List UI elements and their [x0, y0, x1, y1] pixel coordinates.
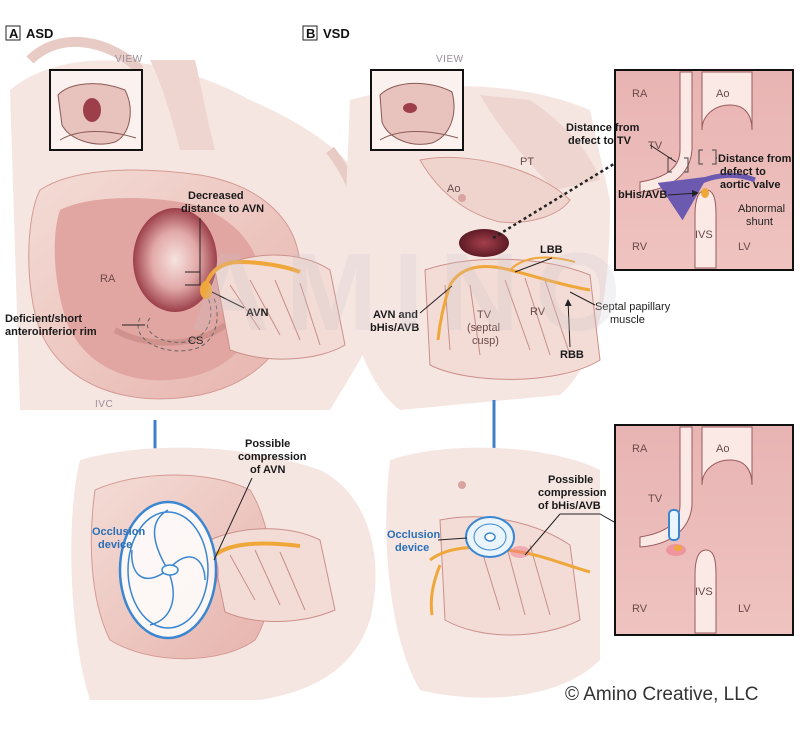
- asd-avn-label: AVN: [246, 307, 268, 319]
- asd-avn-conduction: [203, 259, 301, 289]
- vsd-dist-tv-label-1: Distance from: [566, 122, 640, 134]
- vsd-occlusion-device: [465, 516, 515, 558]
- asd-rim-label-1: Deficient/short: [5, 313, 82, 325]
- inset-bottom-lv: LV: [738, 603, 751, 615]
- vsd-papillary-leader: [569, 291, 596, 306]
- asd-avn-leader: [211, 291, 245, 309]
- asd-defect: [133, 208, 217, 312]
- vsd-view-label: VIEW: [436, 54, 464, 65]
- inset-bottom-ra: RA: [632, 443, 648, 455]
- vsd-compression-label-2: compression: [538, 487, 607, 499]
- vsd-papillary-label-2: muscle: [610, 314, 645, 326]
- panel-b-letter-box: [302, 25, 318, 41]
- inset-bottom-rv: RV: [632, 603, 648, 615]
- inset-top-ivs: IVS: [695, 229, 713, 241]
- vsd-device-label-2: device: [395, 542, 429, 554]
- panel-b: B VSD VIEW PT Ao RV TV (septal cusp): [302, 25, 794, 698]
- inset-bottom-ivs: IVS: [695, 586, 713, 598]
- vsd-avn-leader: [419, 285, 453, 314]
- vsd-dist-tv-leader: [649, 144, 677, 163]
- asd-ra-label: RA: [100, 273, 116, 285]
- asd-cs-label: CS: [188, 335, 203, 347]
- inset-bottom-tv: TV: [648, 493, 663, 505]
- inset-bottom-ao: Ao: [716, 443, 729, 455]
- asd-distance-bracket: [185, 271, 201, 286]
- asd-device-label-2: device: [98, 539, 132, 551]
- inset-top-tv: TV: [648, 140, 663, 152]
- asd-device-label-1: Occlusion: [92, 526, 145, 538]
- vsd-defect: [459, 229, 509, 257]
- asd-decreased-label-1: Decreased: [188, 190, 244, 202]
- asd-view-label: VIEW: [115, 54, 143, 65]
- panel-a-title: ASD: [26, 26, 53, 41]
- vsd-tv-label-1: TV: [477, 309, 492, 321]
- vsd-ao-label: Ao: [447, 183, 460, 195]
- vsd-rv-label: RV: [530, 306, 546, 318]
- asd-compression-label-1: Possible: [245, 438, 290, 450]
- vsd-top-inset: [614, 69, 794, 271]
- vsd-pt-label: PT: [520, 156, 534, 168]
- panel-b-title: VSD: [323, 26, 350, 41]
- vsd-papillary-label-1: Septal papillary: [595, 301, 671, 313]
- panel-a: A ASD VIEW RA IVC: [5, 25, 384, 700]
- asd-decreased-label-2: distance to AVN: [181, 203, 264, 215]
- vsd-lbb-label: LBB: [540, 244, 563, 256]
- asd-rim-label-2: anteroinferior rim: [5, 326, 97, 338]
- vsd-rbb-label: RBB: [560, 349, 584, 361]
- vsd-tv-label-3: cusp): [472, 335, 499, 347]
- vsd-shunt-label-2: shunt: [746, 216, 773, 228]
- vsd-dist-ao-label-3: aortic valve: [720, 179, 781, 191]
- vsd-device-leader: [437, 537, 468, 541]
- inset-top-ao: Ao: [716, 88, 729, 100]
- vsd-view-inset: [370, 69, 464, 151]
- panel-a-letter-box: [5, 25, 21, 41]
- vsd-lbb-leader: [514, 257, 553, 273]
- inset-top-bhis-leader: [667, 189, 699, 197]
- copyright: © Amino Creative, LLC: [565, 684, 759, 705]
- inset-top-rv: RV: [632, 241, 648, 253]
- asd-occluded-heart-illustration: [71, 447, 376, 700]
- vsd-bottom-inset: [614, 424, 794, 636]
- vsd-dist-ao-label-1: Distance from: [718, 153, 792, 165]
- vsd-tv-label-2: (septal: [467, 322, 500, 334]
- vsd-compression-label-1: Possible: [548, 474, 593, 486]
- asd-compression-label-2: compression: [238, 451, 307, 463]
- asd-compression-label-3: of AVN: [250, 464, 285, 476]
- vsd-avn-label-1: AVN and: [373, 309, 418, 321]
- vsd-dist-ao-label-2: defect to: [720, 166, 766, 178]
- watermark: AMINO: [190, 231, 637, 354]
- vsd-compression-label-3: of bHis/AVB: [538, 500, 601, 512]
- asd-view-inset: [49, 69, 143, 151]
- vsd-dist-tv-label-2: defect to TV: [568, 135, 632, 147]
- vsd-heart-illustration: [344, 86, 610, 411]
- vsd-rbb-leader: [564, 299, 572, 348]
- vsd-inset-connector: [492, 160, 618, 240]
- asd-occlusion-device: [118, 500, 218, 640]
- inset-top-lv: LV: [738, 241, 751, 253]
- asd-compression-leader: [213, 477, 253, 561]
- vsd-shunt-arrow: [657, 173, 756, 221]
- inset-top-bhis: bHis/AVB: [618, 189, 667, 201]
- vsd-device-label-1: Occlusion: [387, 529, 440, 541]
- vsd-shunt-label-1: Abnormal: [738, 203, 785, 215]
- vsd-avn-label-2: bHis/AVB: [370, 322, 419, 334]
- panel-b-letter: B: [306, 26, 315, 41]
- panel-a-letter: A: [9, 26, 19, 41]
- asd-ivc-label: IVC: [95, 399, 113, 410]
- inset-top-ra: RA: [632, 88, 648, 100]
